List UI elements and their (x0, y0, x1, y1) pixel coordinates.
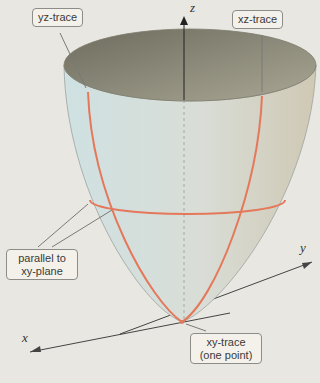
leader-line (60, 33, 86, 88)
z-axis-hidden (184, 100, 185, 322)
axis-label: z (190, 0, 195, 16)
x-axis-arrow (30, 346, 41, 352)
horizontal-trace (90, 200, 285, 214)
callout-text: yz-trace (38, 11, 77, 24)
leader-line (262, 35, 263, 92)
paraboloid-surface (64, 65, 316, 322)
xz-trace-curve (182, 96, 262, 322)
callout-box: yz-trace (32, 8, 83, 27)
vertex-point (180, 320, 184, 324)
callout-box: parallel to xy-plane (6, 249, 78, 280)
y-axis-arrow (302, 262, 312, 269)
callout-box: xz-trace (232, 10, 283, 29)
paraboloid-opening (64, 29, 316, 101)
axis-label: y (300, 240, 306, 256)
callout-text: xz-trace (238, 13, 277, 26)
leader-line (186, 324, 206, 331)
leader-line (52, 210, 112, 247)
callout-text: parallel to xy-plane (12, 252, 72, 277)
axis-label: x (22, 330, 28, 346)
callout-box: xy-trace (one point) (190, 333, 262, 364)
callout-text: xy-trace (one point) (196, 336, 256, 361)
z-axis-arrow (180, 16, 188, 25)
z-axis (184, 18, 185, 100)
